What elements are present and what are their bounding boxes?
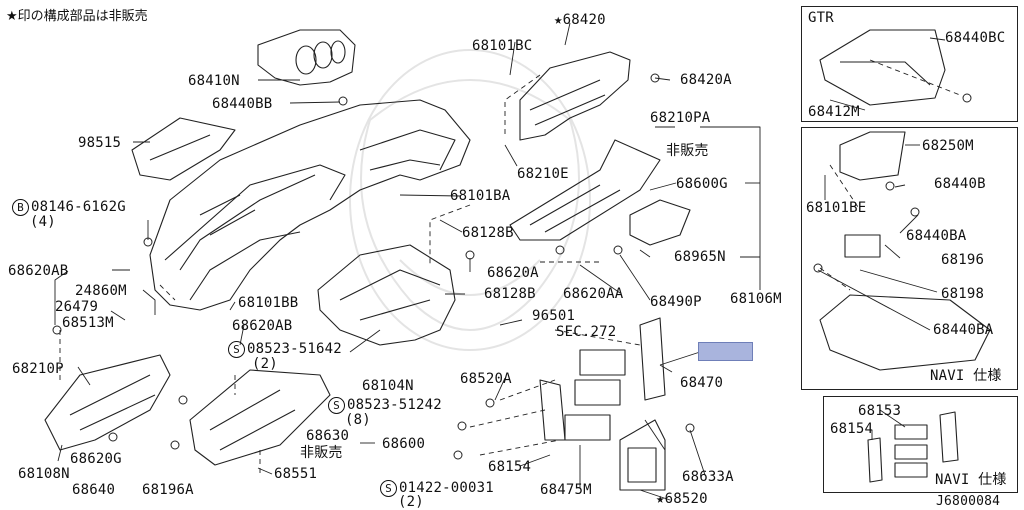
part-label[interactable]: SEC.272 bbox=[556, 324, 617, 340]
part-label[interactable]: 68196A bbox=[142, 482, 194, 498]
legend-title-navi: NAVI 仕様 bbox=[930, 368, 1002, 384]
part-label[interactable]: 24860M bbox=[75, 283, 127, 299]
part-label[interactable]: 68104N bbox=[362, 378, 414, 394]
part-label[interactable]: 68513M bbox=[62, 315, 114, 331]
glove-box-shape bbox=[189, 369, 331, 466]
part-label[interactable]: 68128B bbox=[462, 225, 514, 241]
part-label[interactable]: 68440BA bbox=[933, 322, 994, 338]
watermark-logo bbox=[349, 49, 591, 351]
diagram-id: J6800084 bbox=[936, 494, 1001, 509]
legend-title-gtr: GTR bbox=[808, 10, 834, 26]
part-label[interactable]: 68210P bbox=[12, 361, 64, 377]
navi-variant-box bbox=[801, 127, 1018, 390]
gtr-variant-box bbox=[801, 6, 1018, 122]
header-note: ★印の構成部品は非販売 bbox=[6, 9, 148, 24]
part-label[interactable]: 68440B bbox=[934, 176, 986, 192]
part-label[interactable]: 68128B bbox=[484, 286, 536, 302]
instrument-panel-shape bbox=[149, 99, 471, 311]
part-label[interactable]: 26479 bbox=[55, 299, 99, 315]
part-label[interactable]: 68101BB bbox=[238, 295, 299, 311]
part-label[interactable]: 68420A bbox=[680, 72, 732, 88]
part-label[interactable]: 68551 bbox=[274, 466, 318, 482]
part-label[interactable]: 68600 bbox=[382, 436, 426, 452]
part-label[interactable]: 68410N bbox=[188, 73, 240, 89]
non-sale-note: 非販売 bbox=[666, 143, 709, 159]
part-label[interactable]: 96501 bbox=[532, 308, 576, 324]
bolt-symbol-icon: B bbox=[12, 199, 29, 216]
part-label[interactable]: 68630 bbox=[306, 428, 350, 444]
part-label[interactable]: 68154 bbox=[830, 421, 874, 437]
dashed-leaders bbox=[59, 59, 961, 475]
screw-symbol-icon: S bbox=[328, 397, 345, 414]
part-label[interactable]: 68108N bbox=[18, 466, 70, 482]
part-label[interactable]: 68620AB bbox=[232, 318, 293, 334]
part-label[interactable]: 68620A bbox=[487, 265, 539, 281]
part-label[interactable]: 68440BC bbox=[945, 30, 1006, 46]
lower-left-cover-shape bbox=[44, 354, 171, 451]
part-label[interactable]: 68470 bbox=[680, 375, 724, 391]
part-label[interactable]: 68106M bbox=[730, 291, 782, 307]
screw-symbol-icon: S bbox=[380, 480, 397, 497]
part-label[interactable]: 68640 bbox=[72, 482, 116, 498]
non-sale-note: 非販売 bbox=[300, 445, 343, 461]
meter-hood-shape bbox=[257, 29, 356, 86]
part-label[interactable]: ★68520 bbox=[656, 491, 708, 507]
part-label[interactable]: 68440BB bbox=[212, 96, 273, 112]
highlighted-part-callout[interactable] bbox=[698, 342, 753, 361]
part-label[interactable]: 68210E bbox=[517, 166, 569, 182]
console-shape bbox=[317, 244, 456, 346]
part-label[interactable]: 98515 bbox=[78, 135, 122, 151]
ashtray-shape bbox=[629, 199, 691, 246]
part-label[interactable]: 68250M bbox=[922, 138, 974, 154]
part-label[interactable]: 68198 bbox=[941, 286, 985, 302]
part-label[interactable]: 68101BA bbox=[450, 188, 511, 204]
part-qty: (4) bbox=[30, 214, 56, 230]
solid-leaders bbox=[54, 22, 946, 501]
gtr-pod-shape bbox=[819, 29, 946, 106]
part-label[interactable]: 68101BE bbox=[806, 200, 867, 216]
part-label[interactable]: 68154 bbox=[488, 459, 532, 475]
part-qty: (8) bbox=[345, 412, 371, 428]
part-label[interactable]: ★68420 bbox=[554, 12, 606, 28]
grille-shape bbox=[131, 117, 236, 181]
cluster-lid-shape bbox=[519, 51, 631, 141]
screw-symbol-icon: S bbox=[228, 341, 245, 358]
part-label[interactable]: 68101BC bbox=[472, 38, 533, 54]
part-label[interactable]: 68210PA bbox=[650, 110, 711, 126]
part-label[interactable]: 68196 bbox=[941, 252, 985, 268]
part-label[interactable]: 68600G bbox=[676, 176, 728, 192]
part-label[interactable]: 68633A bbox=[682, 469, 734, 485]
navi-bracket-variant-box bbox=[823, 396, 1018, 493]
part-label[interactable]: 68412M bbox=[808, 104, 860, 120]
part-qty: (2) bbox=[398, 494, 424, 510]
part-label[interactable]: 68965N bbox=[674, 249, 726, 265]
part-qty: (2) bbox=[252, 356, 278, 372]
part-label[interactable]: 68153 bbox=[858, 403, 902, 419]
part-label[interactable]: 68620G bbox=[70, 451, 122, 467]
part-label[interactable]: 68490P bbox=[650, 294, 702, 310]
part-label[interactable]: 68440BA bbox=[906, 228, 967, 244]
non-sale-star-icon: ★ bbox=[554, 12, 563, 28]
part-label[interactable]: 68620AB bbox=[8, 263, 69, 279]
non-sale-star-icon: ★ bbox=[656, 491, 665, 507]
part-label[interactable]: 68475M bbox=[540, 482, 592, 498]
legend-title-navi-bracket: NAVI 仕様 bbox=[935, 472, 1007, 488]
audio-frames-shape bbox=[539, 317, 666, 491]
part-label[interactable]: 68620AA bbox=[563, 286, 624, 302]
center-panel-shape bbox=[509, 139, 661, 241]
navi-bracket-shape bbox=[867, 411, 959, 483]
part-label[interactable]: 68520A bbox=[460, 371, 512, 387]
